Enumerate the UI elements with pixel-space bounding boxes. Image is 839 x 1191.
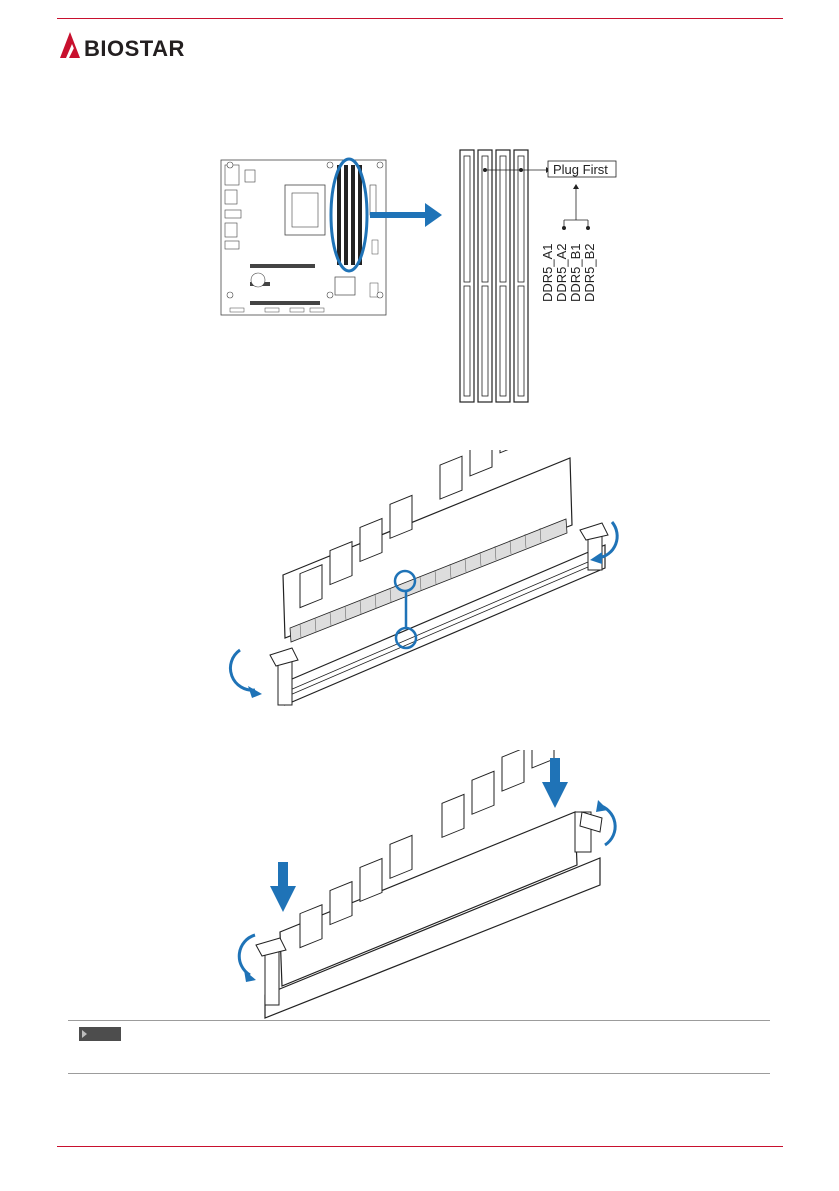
- arrow-shaft: [370, 212, 428, 218]
- motherboard-diagram: [220, 155, 450, 320]
- note-box: [68, 1020, 770, 1074]
- note-tag: [79, 1027, 121, 1041]
- dimm-press-illustration: [210, 750, 640, 1020]
- slot-label-b1: DDR5_B1: [568, 243, 583, 302]
- slot-label-a1: DDR5_A1: [540, 243, 555, 302]
- biostar-logo-mark: [60, 32, 80, 58]
- dimm-align-illustration: [210, 450, 640, 720]
- slot-label-b2: DDR5_B2: [582, 243, 597, 302]
- brand-name: BIOSTAR: [84, 36, 185, 61]
- play-triangle-icon: [82, 1030, 87, 1038]
- push-down-left-icon: [270, 862, 296, 912]
- footer-rule: [57, 1146, 783, 1147]
- plug-first-label: Plug First: [553, 162, 608, 177]
- biostar-logo: BIOSTAR: [58, 30, 208, 62]
- header-rule: [57, 18, 783, 19]
- slot-label-a2: DDR5_A2: [554, 243, 569, 302]
- dimm-slot-diagram: Plug First DDR5_A1 DDR5_A2 DDR5_B1 DDR5_…: [440, 140, 640, 410]
- clip-close-left-icon: [239, 935, 255, 975]
- push-down-right-icon: [542, 758, 568, 808]
- clip-open-left-icon: [230, 650, 255, 690]
